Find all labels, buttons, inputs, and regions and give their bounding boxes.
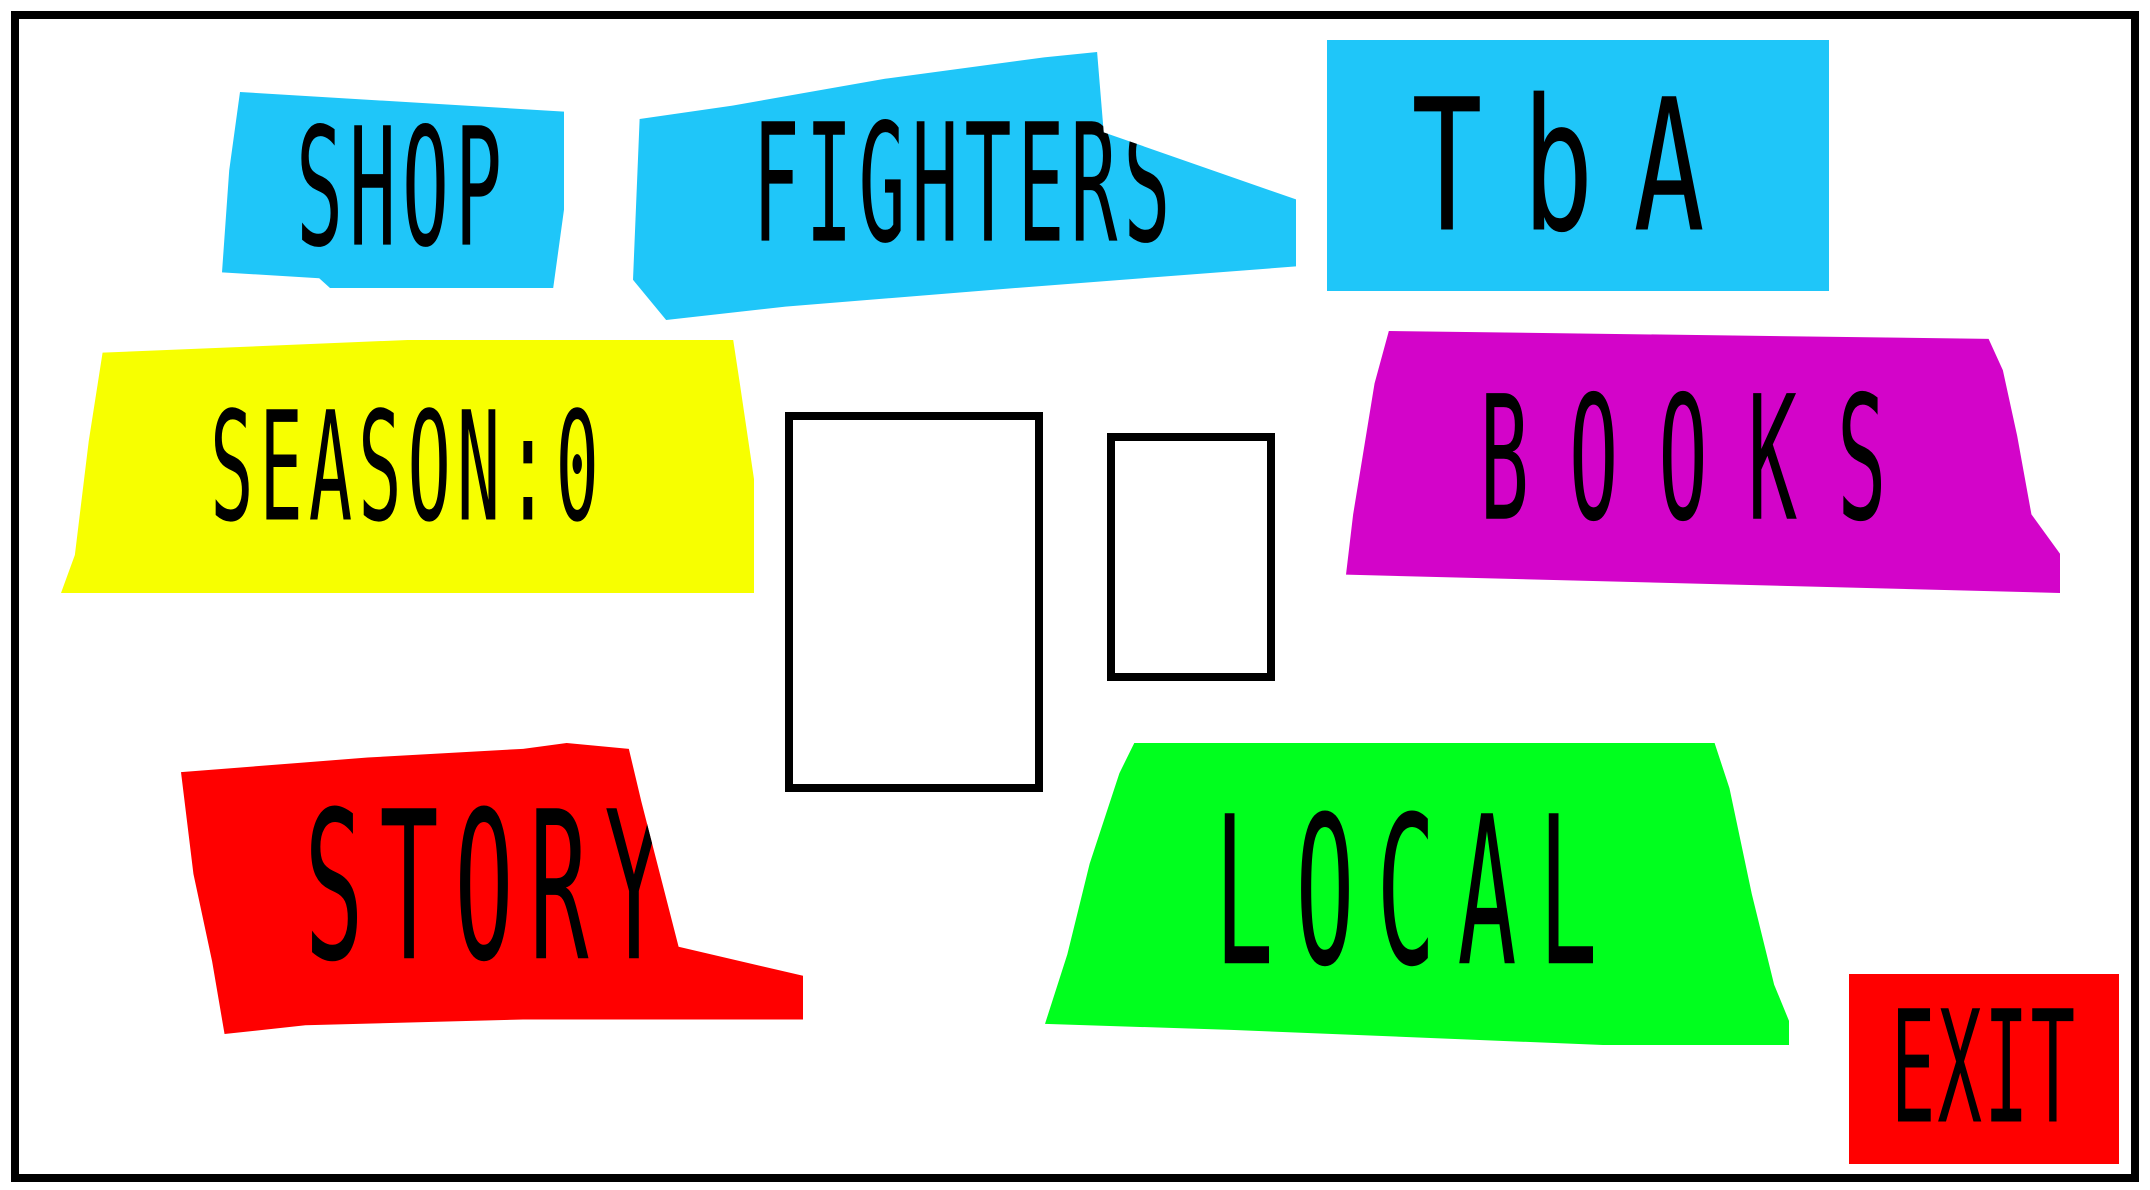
books-label: BOOKS xyxy=(1479,361,1927,561)
shop-label: SHOP xyxy=(296,95,508,285)
story-label: STORY xyxy=(304,768,680,1009)
local-button[interactable]: LOCAL xyxy=(1045,743,1789,1045)
season-button[interactable]: SEASON:0 xyxy=(61,340,754,593)
books-button[interactable]: BOOKS xyxy=(1346,331,2060,593)
exit-label: EXIT xyxy=(1890,978,2078,1160)
exit-button[interactable]: EXIT xyxy=(1849,974,2119,1164)
screen-frame xyxy=(11,11,2139,1182)
preview-box-large xyxy=(785,412,1043,792)
tba-button[interactable]: TbA xyxy=(1327,40,1829,291)
preview-box-small xyxy=(1107,433,1275,681)
shop-button[interactable]: SHOP xyxy=(222,92,564,288)
tba-label: TbA xyxy=(1411,58,1745,273)
season-label: SEASON:0 xyxy=(210,378,605,555)
local-label: LOCAL xyxy=(1214,774,1620,1014)
fighters-label: FIGHTERS xyxy=(752,91,1177,281)
